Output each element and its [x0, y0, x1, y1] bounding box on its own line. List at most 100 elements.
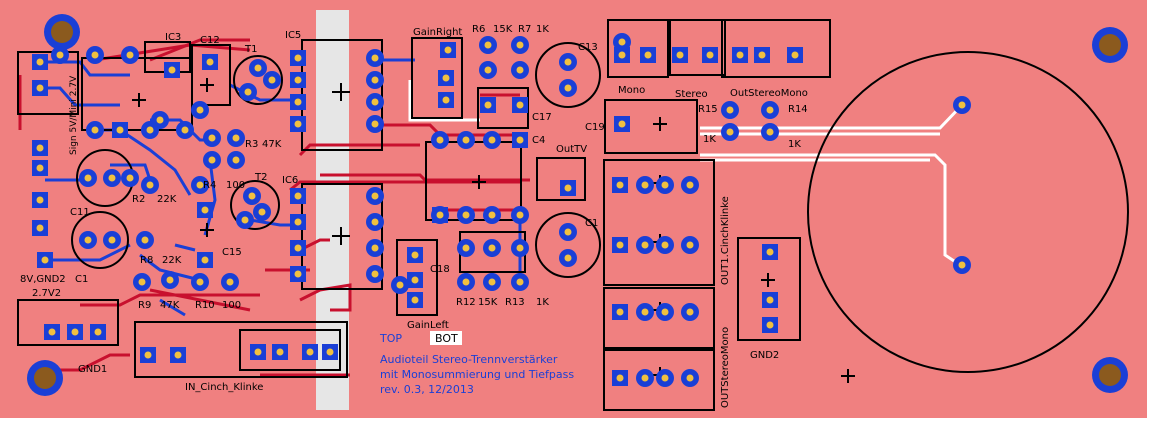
pad-drill	[516, 211, 524, 219]
pad-drill	[641, 181, 649, 189]
label-c12: C12	[200, 35, 220, 46]
pad-drill	[686, 241, 694, 249]
info-line-2: mit Monosummierung und Tiefpass	[380, 368, 574, 381]
pad-drill	[484, 101, 492, 109]
pad-drill	[138, 278, 146, 286]
label-gnd1: GND1	[78, 364, 107, 375]
pad-drill	[564, 184, 572, 192]
pad-drill	[958, 261, 966, 269]
label-r2: R2	[132, 194, 145, 205]
pad-drill	[108, 236, 116, 244]
pad-drill	[294, 54, 302, 62]
pad-drill	[91, 126, 99, 134]
pad-drill	[294, 192, 302, 200]
pad-drill	[208, 134, 216, 142]
pad-drill	[766, 321, 774, 329]
pad-drill	[442, 96, 450, 104]
pad-drill	[181, 126, 189, 134]
label-r14: R14	[788, 104, 808, 115]
pad-drill	[371, 244, 379, 252]
pad-drill	[736, 51, 744, 59]
pad-drill	[411, 276, 419, 284]
pad-drill	[686, 308, 694, 316]
label-c4: C4	[532, 135, 545, 146]
pad-drill	[94, 328, 102, 336]
pad-drill	[706, 51, 714, 59]
label-r6: R6	[472, 24, 485, 35]
pad-drill	[126, 174, 134, 182]
pad-drill	[618, 120, 626, 128]
pad-drill	[48, 328, 56, 336]
pad-drill	[232, 134, 240, 142]
pad-drill	[146, 181, 154, 189]
pad-drill	[84, 174, 92, 182]
pad-drill	[686, 181, 694, 189]
pad-drill	[146, 126, 154, 134]
pad-drill	[616, 308, 624, 316]
pad-drill	[201, 206, 209, 214]
label-stereo: Stereo	[675, 89, 708, 100]
mounting-holes	[27, 14, 1128, 396]
pad-drill	[232, 156, 240, 164]
pad-drill	[294, 270, 302, 278]
label-t1: T1	[244, 44, 257, 55]
pad-drill	[444, 46, 452, 54]
pad-drill	[254, 348, 262, 356]
pad-drill	[616, 181, 624, 189]
pad-drill	[306, 348, 314, 356]
pad-drill	[91, 51, 99, 59]
pad-drill	[641, 374, 649, 382]
pad-drill	[116, 126, 124, 134]
pad-drill	[661, 181, 669, 189]
pad-drill	[371, 120, 379, 128]
pad-drill	[241, 216, 249, 224]
pad-drill	[294, 244, 302, 252]
pad-drill	[84, 236, 92, 244]
label-r10: R10	[195, 300, 215, 311]
label-r6-value: 15K	[493, 24, 513, 35]
label-r9: R9	[138, 300, 151, 311]
pad-drill	[758, 51, 766, 59]
pad-drill	[488, 136, 496, 144]
label-r15-value: 1K	[703, 134, 716, 145]
pad-drill	[661, 241, 669, 249]
pad-drill	[564, 228, 572, 236]
label-c15: C15	[222, 247, 242, 258]
pad-drill	[166, 276, 174, 284]
pad-drill	[488, 211, 496, 219]
label-gain-left: GainLeft	[407, 320, 449, 331]
pad-drill	[174, 351, 182, 359]
label-mono: Mono	[618, 85, 645, 96]
label-r12: R12	[456, 297, 476, 308]
label-v27: 2.7V2	[32, 288, 61, 299]
pad-drill	[36, 224, 44, 232]
label-c18: C18	[430, 264, 450, 275]
pad-drill	[516, 136, 524, 144]
pad-drill	[36, 164, 44, 172]
pad-drill	[201, 256, 209, 264]
board-info: Audioteil Stereo-Trennverstärker mit Mon…	[380, 353, 574, 396]
pad-drill	[516, 101, 524, 109]
label-sign: Sign 5V/Mini 2.7V	[69, 75, 79, 155]
label-c11: C11	[70, 207, 90, 218]
pad-drill	[618, 38, 626, 46]
label-r14-value: 1K	[788, 139, 801, 150]
pad-drill	[276, 348, 284, 356]
pad-drill	[958, 101, 966, 109]
pad-drill	[371, 270, 379, 278]
pad-drill	[396, 281, 404, 289]
label-bot: BOT	[435, 332, 458, 345]
label-gain-right: GainRight	[413, 27, 462, 38]
pad-drill	[462, 211, 470, 219]
pad-drill	[766, 128, 774, 136]
pad-drill	[156, 116, 164, 124]
label-r4-value: 100	[226, 180, 245, 191]
pad-drill	[71, 328, 79, 336]
pad-drill	[616, 241, 624, 249]
label-c13: C13	[578, 42, 598, 53]
info-line-1: Audioteil Stereo-Trennverstärker	[380, 353, 558, 366]
pad-drill	[641, 308, 649, 316]
label-top: TOP	[379, 332, 402, 345]
pad-drill	[371, 98, 379, 106]
pad-drill	[258, 208, 266, 216]
